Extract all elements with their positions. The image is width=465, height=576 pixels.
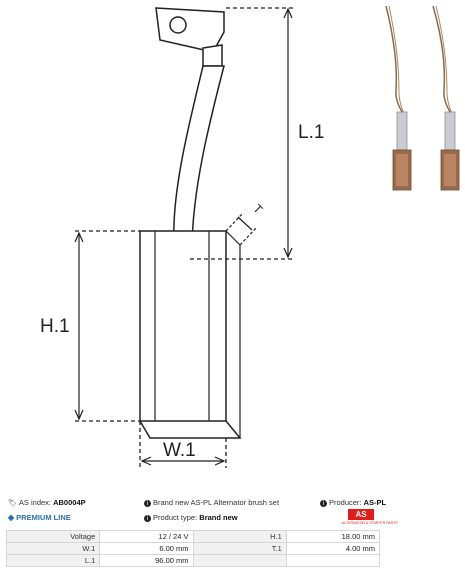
label-t: T <box>250 202 266 218</box>
spec-value: 4.00 mm <box>285 542 381 555</box>
spec-label: Voltage <box>5 530 101 543</box>
brush-block <box>139 230 242 439</box>
spec-value: 96.00 mm <box>99 554 194 567</box>
table-row: L.1 96.00 mm <box>5 554 381 567</box>
info-icon: i <box>144 499 151 507</box>
specs-table: Voltage 12 / 24 V H.1 18.00 mm W.1 6.00 … <box>5 530 381 567</box>
info-icon: i <box>320 499 327 507</box>
as-pl-logo: AS ALTERNATOR & STARTER PARTS <box>342 509 398 527</box>
table-row: W.1 6.00 mm T.1 4.00 mm <box>5 542 381 555</box>
table-row: Voltage 12 / 24 V H.1 18.00 mm <box>5 530 381 543</box>
brush-photo-left <box>385 5 412 191</box>
tag-icon: 🏷︎ <box>8 500 17 507</box>
spec-value <box>285 554 381 567</box>
spec-label: T.1 <box>192 542 287 555</box>
label-h1: H.1 <box>40 316 70 337</box>
dimension-w1 <box>139 421 227 468</box>
label-l1: L.1 <box>298 122 324 143</box>
spec-label: W.1 <box>5 542 101 555</box>
info-icon: i <box>144 514 151 522</box>
spec-value: 6.00 mm <box>99 542 194 555</box>
terminal-lug <box>155 7 225 53</box>
label-w1: W.1 <box>163 440 196 461</box>
dimension-h1 <box>74 230 140 422</box>
dimension-t <box>225 212 258 246</box>
diamond-icon: ◆ <box>8 513 15 522</box>
lead-wire <box>173 44 225 259</box>
spec-label: H.1 <box>192 530 287 543</box>
dimension-l1 <box>190 7 294 260</box>
logo-subtext: ALTERNATOR & STARTER PARTS <box>342 521 398 525</box>
as-index-value: AB0004P <box>53 498 86 507</box>
logo-mark: AS <box>348 509 374 520</box>
as-index: 🏷︎AS index: AB0004P <box>8 498 86 507</box>
spec-value: 12 / 24 V <box>99 530 194 543</box>
product-type-value: Brand new <box>199 513 238 522</box>
premium-line: ◆PREMIUM LINE <box>8 513 71 522</box>
spec-label <box>192 554 287 567</box>
brush-technical-drawing: L.1 H.1 W.1 T <box>40 5 460 468</box>
brush-photo-right <box>432 5 460 191</box>
spec-value: 18.00 mm <box>285 530 381 543</box>
spec-label: L.1 <box>5 554 101 567</box>
producer-value: AS-PL <box>363 498 387 507</box>
